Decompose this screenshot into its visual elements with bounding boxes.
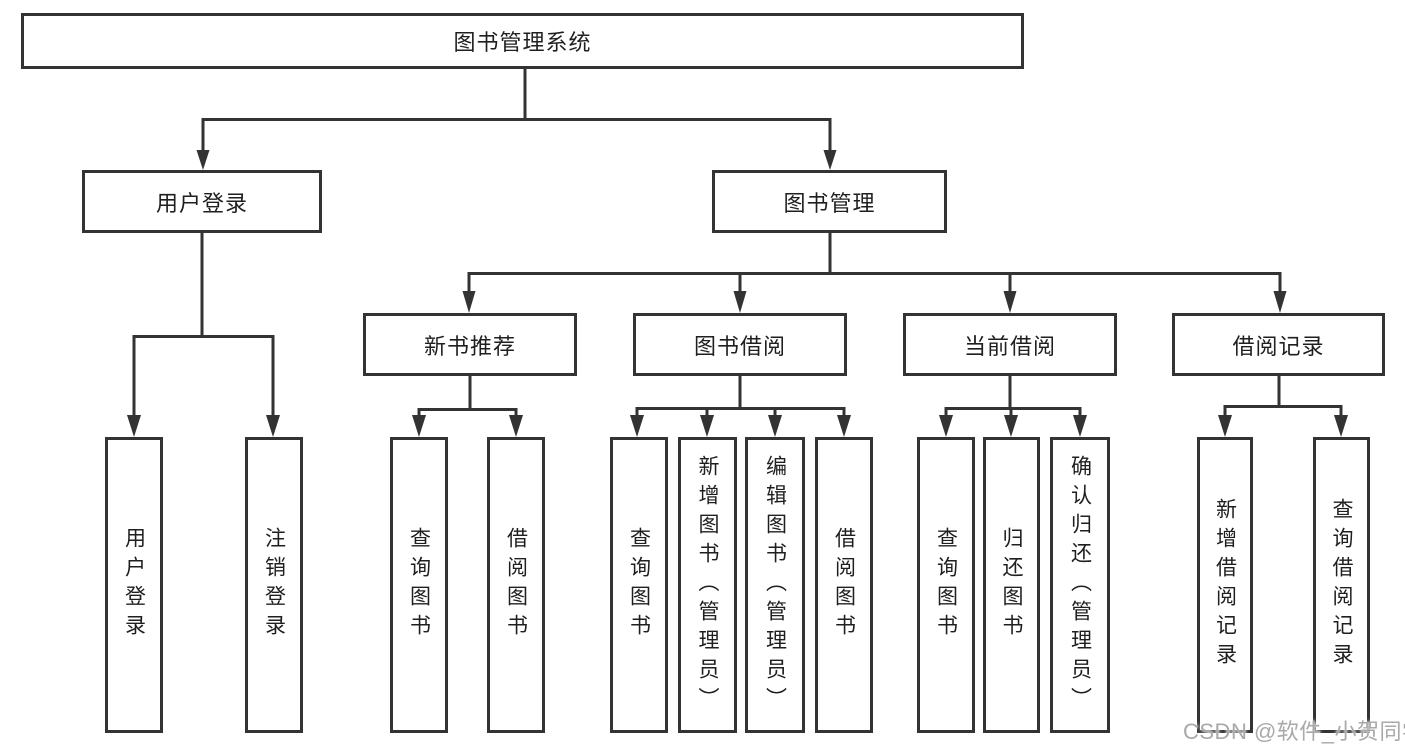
leaf-borrow-book-2-label: 借阅图书 — [832, 527, 856, 643]
leaf-add-book-admin-label: 新增图书（管理员） — [696, 454, 719, 716]
leaf-borrow-book-2: 借阅图书 — [815, 437, 873, 733]
leaf-return-book-label: 归还图书 — [1000, 527, 1023, 643]
leaf-add-borrow-record-label: 新增借阅记录 — [1213, 498, 1237, 672]
node-user-login-label: 用户登录 — [155, 190, 248, 216]
node-new-book-recommend: 新书推荐 — [363, 313, 577, 376]
leaf-query-borrow-record-label: 查询借阅记录 — [1330, 498, 1353, 672]
leaf-add-borrow-record: 新增借阅记录 — [1197, 437, 1253, 733]
leaf-query-book-2: 查询图书 — [610, 437, 668, 733]
leaf-query-book-1-label: 查询图书 — [407, 527, 431, 643]
node-book-management-label: 图书管理 — [783, 190, 876, 216]
node-book-management: 图书管理 — [712, 170, 947, 233]
leaf-confirm-return-admin-label: 确认归还（管理员） — [1068, 454, 1092, 716]
leaf-logout: 注销登录 — [245, 437, 303, 733]
node-book-borrow: 图书借阅 — [633, 313, 847, 376]
node-borrow-records: 借阅记录 — [1172, 313, 1385, 376]
leaf-borrow-book-1-label: 借阅图书 — [504, 527, 528, 643]
leaf-query-borrow-record: 查询借阅记录 — [1313, 437, 1370, 733]
leaf-user-login: 用户登录 — [105, 437, 163, 733]
csdn-watermark: CSDN @软件_小贺同学 — [1183, 719, 1405, 744]
node-root-label: 图书管理系统 — [453, 30, 592, 55]
leaf-borrow-book-1: 借阅图书 — [487, 437, 545, 733]
node-user-login: 用户登录 — [82, 170, 322, 233]
leaf-return-book: 归还图书 — [983, 437, 1040, 733]
node-current-borrow: 当前借阅 — [903, 313, 1117, 376]
leaf-logout-label: 注销登录 — [262, 527, 286, 643]
leaf-confirm-return-admin: 确认归还（管理员） — [1050, 437, 1110, 733]
leaf-edit-book-admin: 编辑图书（管理员） — [745, 437, 805, 733]
leaf-query-book-1: 查询图书 — [390, 437, 448, 733]
arrowheads — [127, 150, 1348, 437]
node-current-borrow-label: 当前借阅 — [963, 333, 1056, 359]
leaf-user-login-label: 用户登录 — [122, 527, 146, 643]
leaf-query-book-3-label: 查询图书 — [934, 527, 958, 643]
leaf-query-book-3: 查询图书 — [917, 437, 975, 733]
node-new-book-recommend-label: 新书推荐 — [423, 333, 516, 359]
leaf-query-book-2-label: 查询图书 — [627, 527, 651, 643]
leaf-edit-book-admin-label: 编辑图书（管理员） — [763, 454, 787, 716]
node-root: 图书管理系统 — [21, 13, 1024, 69]
node-borrow-records-label: 借阅记录 — [1232, 333, 1325, 359]
node-book-borrow-label: 图书借阅 — [693, 333, 786, 359]
leaf-add-book-admin: 新增图书（管理员） — [678, 437, 737, 733]
